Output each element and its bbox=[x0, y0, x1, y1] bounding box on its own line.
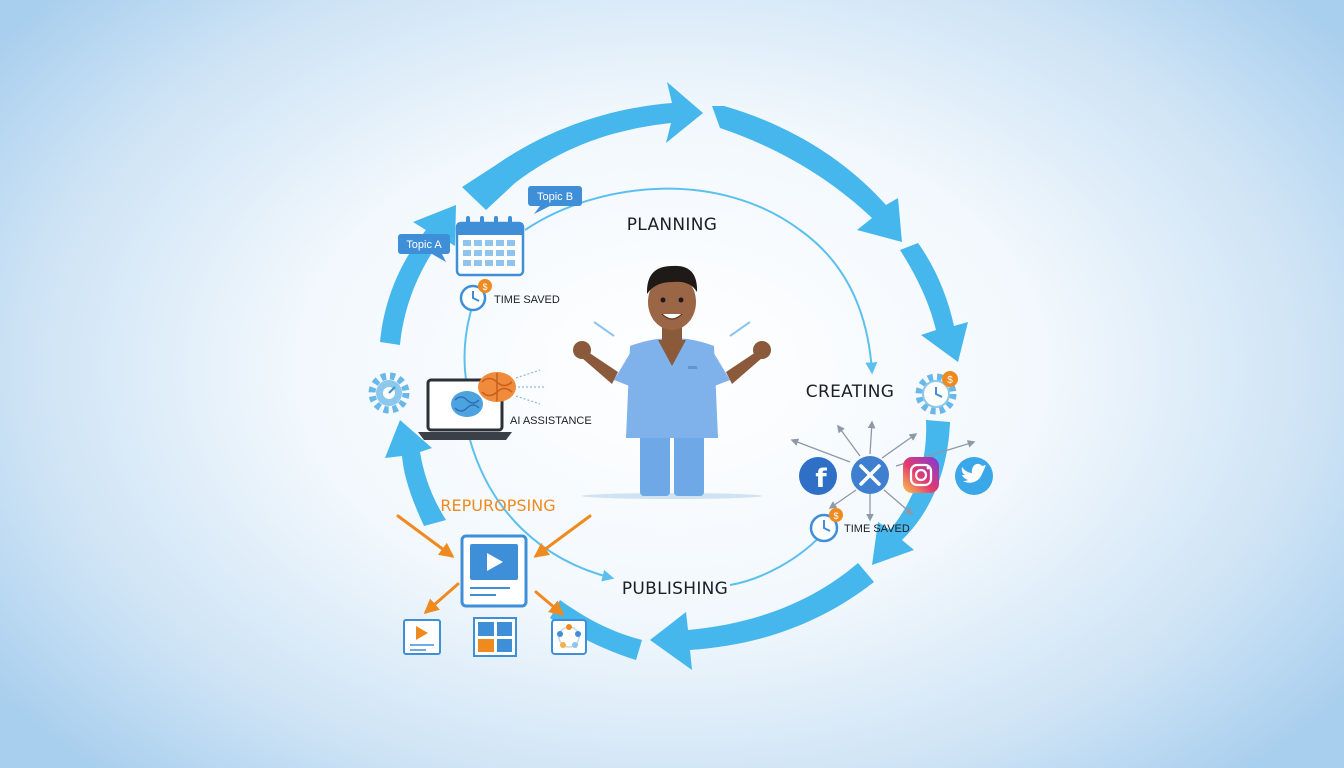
cycle-arrow-bottom-left bbox=[550, 600, 642, 660]
inner-arc-bottom-right bbox=[729, 529, 827, 586]
stage-planning: PLANNING bbox=[627, 215, 717, 235]
time-saved-right: $ TIME SAVED bbox=[809, 508, 910, 543]
x-icon bbox=[851, 456, 889, 494]
inner-arc-bottom-left bbox=[469, 439, 615, 582]
cycle-arrow-right bbox=[900, 243, 968, 362]
topic-a-tag: Topic A bbox=[398, 234, 450, 262]
cycle-arrow-bottom bbox=[650, 563, 874, 670]
coin-icon: $ bbox=[942, 371, 958, 387]
svg-text:$: $ bbox=[482, 282, 487, 292]
ai-assistance-label: AI ASSISTANCE bbox=[510, 415, 592, 427]
svg-text:f: f bbox=[815, 464, 827, 494]
brain-icon bbox=[478, 372, 516, 402]
time-saved-top-label: TIME SAVED bbox=[494, 294, 560, 306]
clock-icon bbox=[809, 513, 839, 543]
gear-icon bbox=[915, 373, 957, 415]
topic-b-tag: Topic B bbox=[528, 186, 582, 214]
instagram-icon bbox=[903, 457, 939, 493]
coin-icon: $ bbox=[829, 508, 843, 522]
stage-creating: CREATING bbox=[806, 382, 894, 402]
repurposing-cluster bbox=[396, 514, 592, 657]
coin-icon: $ bbox=[478, 279, 492, 293]
clock-icon bbox=[459, 284, 487, 312]
calendar-icon bbox=[455, 216, 525, 277]
topic-b-label: Topic B bbox=[537, 191, 573, 203]
person-illustration bbox=[573, 265, 771, 499]
color-wheel-icon bbox=[551, 619, 587, 655]
svg-text:$: $ bbox=[947, 375, 953, 386]
topic-a-label: Topic A bbox=[406, 239, 442, 251]
video-document-icon bbox=[460, 534, 528, 608]
cycle-arrow-top bbox=[462, 82, 703, 210]
gear-icon bbox=[368, 372, 410, 414]
svg-text:$: $ bbox=[833, 511, 838, 521]
twitter-icon bbox=[955, 457, 993, 495]
facebook-icon: f bbox=[799, 457, 837, 495]
cycle-arrow-top-right bbox=[712, 106, 902, 242]
time-saved-right-label: TIME SAVED bbox=[844, 523, 910, 535]
ai-assistance: AI ASSISTANCE bbox=[418, 369, 592, 440]
time-saved-top: $ TIME SAVED bbox=[459, 279, 560, 312]
grid-icon bbox=[473, 617, 517, 657]
cycle-arrow-lower-right bbox=[872, 420, 950, 565]
stage-publishing: PUBLISHING bbox=[622, 579, 728, 599]
inner-arc-top bbox=[524, 187, 878, 375]
cycle-arrow-left-upper bbox=[380, 205, 456, 345]
stage-repurposing: REPUROPSING bbox=[440, 496, 555, 515]
video-thumbnail-icon bbox=[403, 619, 441, 655]
brain-icon bbox=[451, 391, 483, 417]
cycle-arrow-left-lower bbox=[385, 420, 446, 526]
social-network: f bbox=[790, 420, 993, 522]
